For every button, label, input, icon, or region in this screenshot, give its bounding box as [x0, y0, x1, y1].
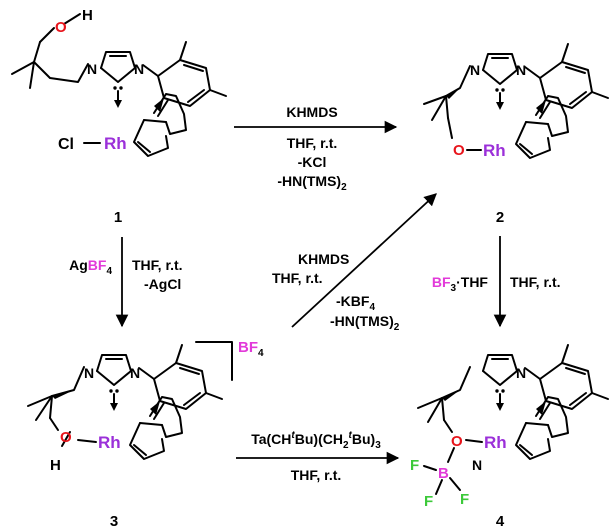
- rhodium-label: Rh: [484, 433, 507, 452]
- hydrogen-label: H: [50, 457, 61, 474]
- oxygen-label: O: [451, 433, 463, 450]
- rhodium-label: Rh: [104, 134, 127, 153]
- byproduct-label: -HN(TMS)2: [277, 173, 347, 193]
- byproduct-label: -HN(TMS)2: [330, 313, 400, 333]
- nitrogen-label: N: [472, 457, 482, 473]
- rhodium-label: Rh: [483, 141, 506, 160]
- boron-label: B: [438, 465, 449, 482]
- nitrogen-label: N: [516, 365, 526, 381]
- nitrogen-label: N: [516, 62, 526, 78]
- reagent-label: AgBF4: [69, 257, 112, 277]
- reagent-label: Ta(CHtBu)(CH2tBu)3: [251, 430, 381, 451]
- compound-4: O Rh B F F F N N 4: [410, 344, 609, 530]
- conditions-label: THF, r.t.: [272, 270, 323, 286]
- hydrogen-label: H: [82, 7, 93, 24]
- conditions-label: THF, r.t.: [132, 257, 183, 273]
- nitrogen-label: N: [87, 61, 97, 77]
- rhodium-label: Rh: [98, 433, 121, 452]
- conditions-label: THF, r.t.: [287, 135, 338, 151]
- reaction-arrow-1-to-3: AgBF4 THF, r.t. -AgCl: [69, 237, 183, 328]
- compound-2: O Rh N N 2: [423, 43, 609, 226]
- reaction-arrow-2-to-4: BF3·THF THF, r.t.: [432, 236, 561, 328]
- compound-number-3: 3: [110, 513, 118, 530]
- byproduct-label: -AgCl: [144, 276, 181, 292]
- tetrafluoroborate-counterion: BF4: [238, 339, 264, 359]
- reagent-label: KHMDS: [298, 251, 349, 267]
- compound-1: O H N N Rh Cl 1: [11, 7, 227, 226]
- oxygen-label: O: [453, 142, 465, 159]
- fluorine-label: F: [424, 493, 433, 510]
- compound-3: O H Rh N N BF4 3: [27, 339, 264, 530]
- reagent-label: BF3·THF: [432, 274, 489, 294]
- nitrogen-label: N: [130, 365, 140, 381]
- byproduct-label: -KBF4: [336, 293, 375, 313]
- reaction-arrow-3-to-2: KHMDS THF, r.t. -KBF4 -HN(TMS)2: [272, 193, 437, 333]
- fluorine-label: F: [460, 491, 469, 508]
- oxygen-label: O: [55, 19, 67, 36]
- reaction-arrow-1-to-2: KHMDS THF, r.t. -KCl -HN(TMS)2: [234, 104, 398, 193]
- nitrogen-label: N: [84, 365, 94, 381]
- conditions-label: THF, r.t.: [510, 274, 561, 290]
- oxygen-label: O: [60, 429, 72, 446]
- reaction-arrow-3-to-4: Ta(CHtBu)(CH2tBu)3 THF, r.t.: [236, 430, 400, 483]
- fluorine-label: F: [410, 457, 419, 474]
- compound-number-2: 2: [496, 209, 504, 226]
- nitrogen-label: N: [470, 62, 480, 78]
- compound-number-1: 1: [114, 209, 122, 226]
- byproduct-label: -KCl: [298, 154, 327, 170]
- conditions-label: THF, r.t.: [291, 467, 342, 483]
- compound-number-4: 4: [496, 513, 505, 530]
- chlorine-label: Cl: [58, 136, 74, 153]
- nitrogen-label: N: [134, 61, 144, 77]
- reagent-label: KHMDS: [286, 104, 337, 120]
